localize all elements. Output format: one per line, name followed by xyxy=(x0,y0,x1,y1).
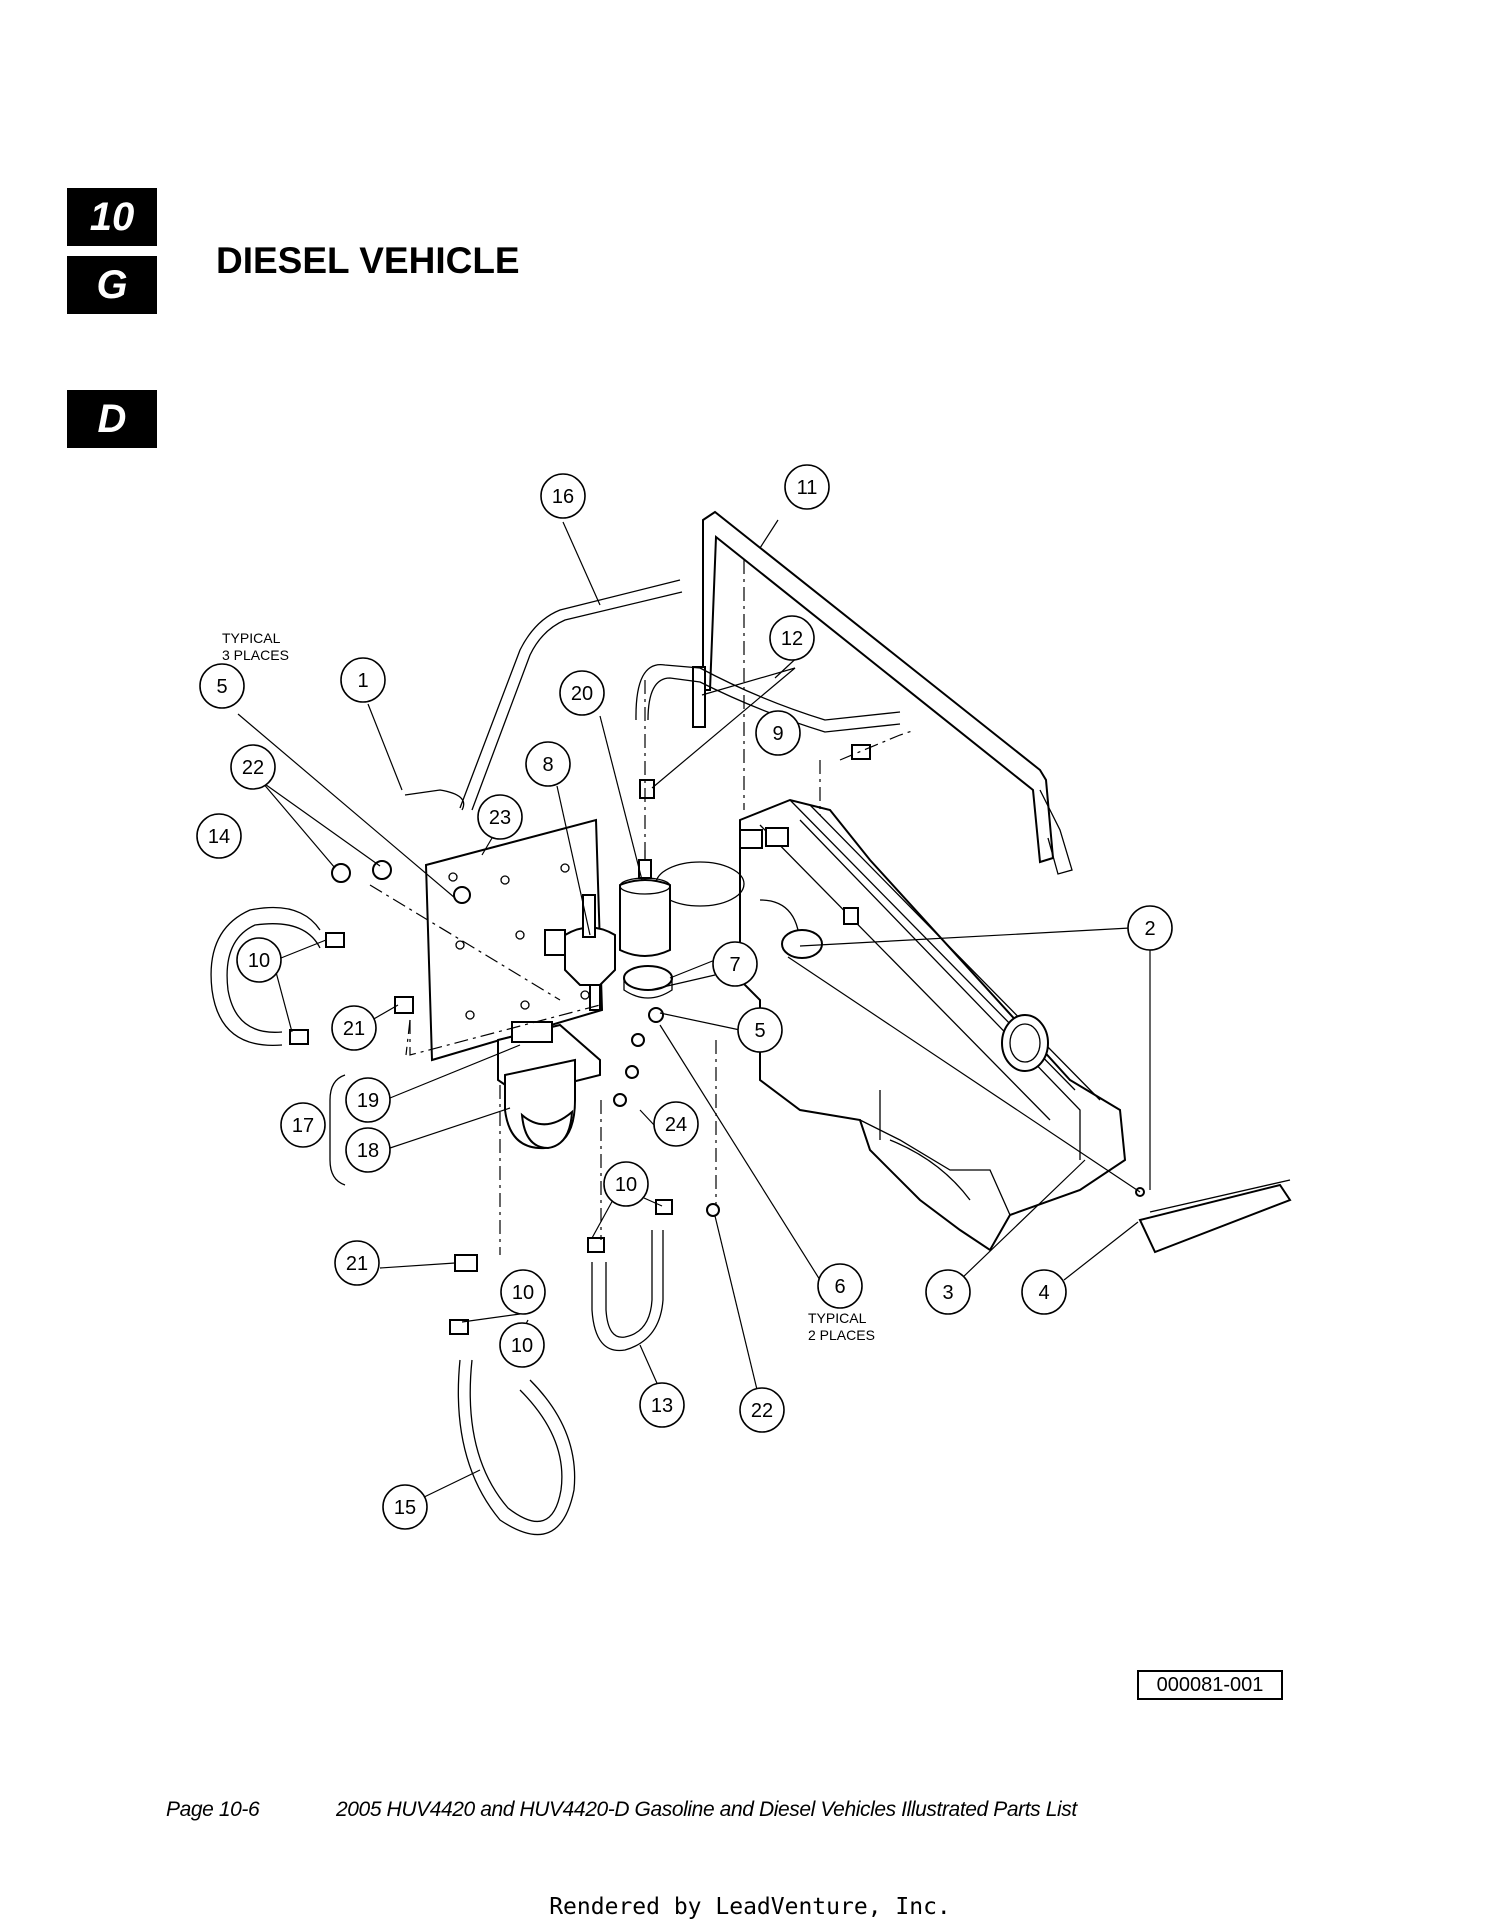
callout-number: 10 xyxy=(615,1174,637,1196)
callout: 12 xyxy=(769,615,815,661)
callout: 20 xyxy=(559,670,605,716)
callout-number: 6 xyxy=(834,1276,845,1298)
callout-number: 22 xyxy=(751,1400,773,1422)
callout-number: 10 xyxy=(512,1282,534,1304)
callout-number: 1 xyxy=(357,670,368,692)
callout-number: 23 xyxy=(489,807,511,829)
alignment-lines xyxy=(369,560,916,1255)
fuel-filter xyxy=(619,850,671,957)
page-title: DIESEL VEHICLE xyxy=(216,240,520,281)
callout: 21 xyxy=(334,1240,380,1286)
note-line: TYPICAL xyxy=(222,630,281,646)
rear-panel xyxy=(692,510,1073,875)
callout: 8 xyxy=(525,741,571,787)
note-typical-2: TYPICAL 2 PLACES xyxy=(808,1310,875,1343)
tank-bracket xyxy=(1138,1179,1292,1254)
callout: 4 xyxy=(1021,1269,1067,1315)
callout: 5 xyxy=(199,663,245,709)
callout: 21 xyxy=(331,1005,377,1051)
callout-number: 15 xyxy=(394,1497,416,1519)
callout: 5 xyxy=(737,1007,783,1053)
callout: 3 xyxy=(925,1269,971,1315)
callout: 10 xyxy=(499,1322,545,1368)
callout: 23 xyxy=(477,794,523,840)
callout-number: 14 xyxy=(208,826,230,848)
section-tab: G xyxy=(67,256,157,314)
callout-number: 20 xyxy=(571,683,593,705)
drawing-number: 000081-001 xyxy=(1137,1670,1283,1700)
tank-strap xyxy=(787,956,1141,1193)
callout: 2 xyxy=(1127,905,1173,951)
callout: 18 xyxy=(345,1127,391,1173)
callout-number: 24 xyxy=(665,1114,687,1136)
note-line: 2 PLACES xyxy=(808,1327,875,1343)
callout: 17 xyxy=(280,1102,326,1148)
callout: 9 xyxy=(755,710,801,756)
fuel-tank xyxy=(655,798,1127,1252)
hoses xyxy=(210,579,901,1536)
callout-number: 21 xyxy=(346,1253,368,1275)
rendered-by: Rendered by LeadVenture, Inc. xyxy=(549,1894,951,1920)
callout: 7 xyxy=(712,941,758,987)
page-number: Page 10-6 xyxy=(166,1798,260,1821)
callout-number: 22 xyxy=(242,757,264,779)
callout-number: 5 xyxy=(216,676,227,698)
fuel-pump xyxy=(544,894,616,1011)
callout-number: 4 xyxy=(1038,1282,1049,1304)
callout-number: 11 xyxy=(797,477,818,499)
callout: 6 xyxy=(817,1263,863,1309)
mounting-plate xyxy=(424,818,604,1062)
callout-number: 16 xyxy=(552,486,574,508)
chapter-tab: 10 xyxy=(67,188,157,246)
callout-number: 2 xyxy=(1144,918,1155,940)
note-line: 3 PLACES xyxy=(222,647,289,663)
callout-number: 10 xyxy=(511,1335,533,1357)
subsection-tab: D xyxy=(67,390,157,448)
callout: 24 xyxy=(653,1101,699,1147)
callout-number: 13 xyxy=(651,1395,673,1417)
callout-number: 8 xyxy=(542,754,553,776)
callout: 10 xyxy=(603,1161,649,1207)
callout: 15 xyxy=(382,1484,428,1530)
page-footer: Page 10-6 2005 HUV4420 and HUV4420-D Gaso… xyxy=(166,1798,1077,1822)
callout-number: 17 xyxy=(292,1115,314,1137)
callout: 10 xyxy=(236,937,282,983)
callout: 19 xyxy=(345,1077,391,1123)
callout: 1 xyxy=(340,657,386,703)
callout: 10 xyxy=(500,1269,546,1315)
callout-number: 9 xyxy=(772,723,783,745)
callout-number: 21 xyxy=(343,1018,365,1040)
callout: 13 xyxy=(639,1382,685,1428)
note-typical-3: TYPICAL 3 PLACES xyxy=(222,630,289,663)
callout-number: 10 xyxy=(248,950,270,972)
callout-number: 3 xyxy=(942,1282,953,1304)
callout: 22 xyxy=(230,744,276,790)
document-title: 2005 HUV4420 and HUV4420-D Gasoline and … xyxy=(336,1798,1077,1821)
callout: 11 xyxy=(784,464,830,510)
callout: 22 xyxy=(739,1387,785,1433)
callout: 16 xyxy=(540,473,586,519)
callout-number: 7 xyxy=(729,954,740,976)
callout-number: 5 xyxy=(754,1020,765,1042)
clamp-7 xyxy=(623,965,673,999)
callout-number: 18 xyxy=(357,1140,379,1162)
note-line: TYPICAL xyxy=(808,1310,867,1326)
water-separator xyxy=(497,1021,601,1150)
callout: 14 xyxy=(196,813,242,859)
callout-number: 19 xyxy=(357,1090,379,1112)
callout-number: 12 xyxy=(781,628,803,650)
